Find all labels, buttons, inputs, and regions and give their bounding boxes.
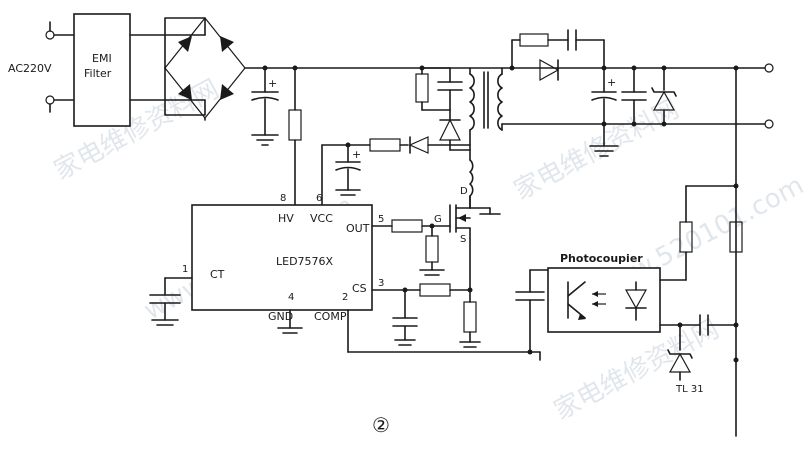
emi-label: EMI — [92, 52, 112, 65]
gate-label: G — [434, 214, 442, 225]
ic-led7576x — [191, 204, 373, 311]
source-label: S — [460, 234, 466, 245]
photocoupler-box — [547, 267, 661, 333]
ic-name-label: LED7576X — [276, 255, 334, 268]
transformer — [449, 67, 503, 197]
pin2-number: 2 — [342, 292, 348, 303]
drain-label: D — [460, 186, 468, 197]
tl431-label: TL 31 — [675, 384, 704, 395]
bridge-rectifier — [164, 17, 737, 121]
ac220v-label: AC220V — [8, 62, 52, 75]
vcc-pin-label: VCC — [310, 212, 333, 225]
hv-pin-label: HV — [278, 212, 294, 225]
gnd-connection — [277, 309, 303, 334]
pin8-number: 8 — [280, 193, 286, 204]
gate-drive — [371, 219, 451, 276]
out-pin-label: OUT — [346, 222, 370, 235]
feedback-divider — [659, 67, 743, 437]
photocoupler-label: Photocoupier — [560, 252, 643, 265]
ac-input-terminals — [45, 21, 75, 113]
mosfet — [449, 195, 471, 291]
ct-pin-label: CT — [210, 268, 225, 281]
comp-pin-label: COMP — [314, 310, 347, 323]
filter-label: Filter — [84, 67, 112, 80]
secondary-output: + — [501, 29, 774, 157]
gnd-pin-label: GND — [268, 310, 293, 323]
bulk-capacitor: + — [251, 65, 279, 146]
svg-text:+: + — [268, 77, 277, 90]
hv-startup-resistor — [288, 65, 302, 206]
svg-text:+: + — [352, 148, 361, 161]
comp-feedback — [347, 269, 551, 361]
watermark: 家电维修资料网 www.520101.com 家电维修资料网 家电维修资料网 w… — [49, 74, 808, 426]
emi-filter-box — [73, 13, 131, 127]
snubber-network — [415, 65, 463, 151]
pin6-number: 6 — [316, 193, 322, 204]
cs-network — [371, 283, 481, 348]
pin3-number: 3 — [378, 278, 384, 289]
pin5-number: 5 — [378, 214, 384, 225]
photocoupler-internals — [567, 281, 648, 321]
svg-text:+: + — [607, 76, 616, 89]
cs-pin-label: CS — [352, 282, 367, 295]
pin4-number: 4 — [288, 292, 294, 303]
ct-capacitor — [149, 277, 193, 326]
figure-number: ② — [372, 413, 390, 437]
pin1-number: 1 — [182, 264, 188, 275]
